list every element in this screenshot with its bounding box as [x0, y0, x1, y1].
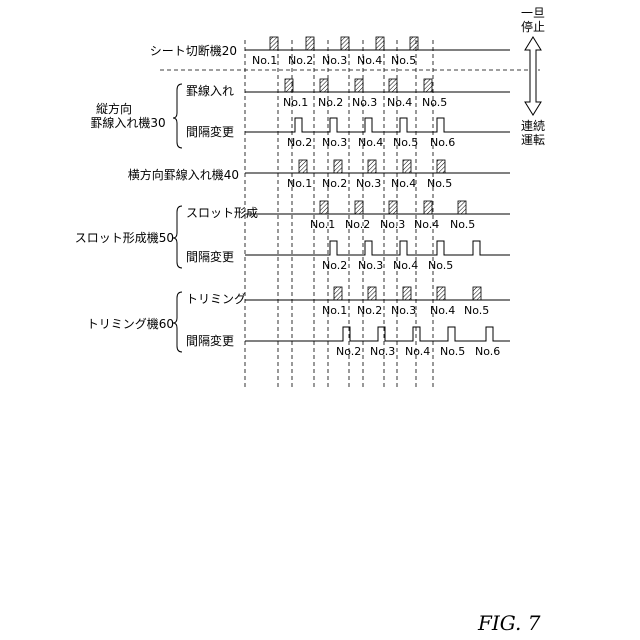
svg-text:No.2: No.2 [357, 304, 382, 317]
interval-change-2-timeline [245, 241, 510, 255]
svg-text:No.1: No.1 [287, 177, 312, 190]
svg-text:No.1: No.1 [283, 96, 308, 109]
svg-text:No.2: No.2 [288, 54, 313, 67]
svg-text:No.4: No.4 [430, 304, 455, 317]
svg-text:No.4: No.4 [391, 177, 416, 190]
slot-forming-timeline [245, 201, 510, 214]
trimming-timeline [245, 287, 510, 300]
arrow-bottom-label-line1: 連続 [521, 119, 545, 133]
svg-text:No.3: No.3 [322, 136, 347, 149]
arrow-top-label-line2: 停止 [521, 19, 545, 34]
svg-text:No.3: No.3 [380, 218, 405, 231]
svg-text:No.2: No.2 [345, 218, 370, 231]
svg-text:No.5: No.5 [422, 96, 447, 109]
horizontal-ruling-timeline [245, 160, 510, 173]
trimming-numbers: No.1 No.2 No.3 No.4 No.5 [322, 304, 489, 317]
arrow-bottom-label-line2: 運転 [521, 133, 545, 147]
interval-change-2-numbers: No.2 No.3 No.4 No.5 [322, 259, 453, 272]
ruling-label: 罫線入れ [186, 83, 234, 98]
svg-text:No.1: No.1 [310, 218, 335, 231]
horizontal-ruling-machine-label: 横方向罫線入れ機40 [128, 167, 239, 182]
svg-text:No.5: No.5 [450, 218, 475, 231]
svg-text:No.2: No.2 [336, 345, 361, 358]
svg-text:No.3: No.3 [370, 345, 395, 358]
arrow-top-label-line1: 一旦 [521, 6, 545, 20]
svg-text:No.5: No.5 [391, 54, 416, 67]
svg-text:No.3: No.3 [352, 96, 377, 109]
sheet-cutting-machine-label: シート切断機20 [150, 43, 237, 58]
trimming-label: トリミング [186, 292, 246, 306]
svg-text:No.2: No.2 [287, 136, 312, 149]
svg-text:No.4: No.4 [387, 96, 412, 109]
svg-text:No.4: No.4 [358, 136, 383, 149]
svg-text:No.4: No.4 [393, 259, 418, 272]
horizontal-ruling-numbers: No.1 No.2 No.3 No.4 No.5 [287, 177, 452, 190]
svg-text:No.4: No.4 [405, 345, 430, 358]
trimming-machine-label: トリミング機60 [87, 316, 174, 331]
vertical-ruling-machine-label-line1: 縦方向 [96, 101, 132, 116]
svg-text:No.3: No.3 [391, 304, 416, 317]
slot-machine-brace [173, 206, 182, 268]
svg-text:No.5: No.5 [464, 304, 489, 317]
slot-forming-machine-label: スロット形成機50 [75, 230, 174, 245]
slot-forming-numbers: No.1 No.2 No.3 No.4 No.5 [310, 218, 475, 231]
interval-change-1-numbers: No.2 No.3 No.4 No.5 No.6 [287, 136, 455, 149]
slot-forming-label: スロット形成 [186, 206, 258, 220]
svg-text:No.6: No.6 [430, 136, 455, 149]
ruling-timeline [245, 79, 510, 92]
trimming-machine-brace [173, 292, 182, 352]
svg-text:No.2: No.2 [322, 259, 347, 272]
svg-text:No.3: No.3 [356, 177, 381, 190]
ruling-numbers: No.1 No.2 No.3 No.4 No.5 [283, 96, 447, 109]
svg-text:No.3: No.3 [322, 54, 347, 67]
interval-change-1-timeline [245, 118, 510, 132]
interval-change-label-2: 間隔変更 [186, 249, 234, 264]
svg-text:No.4: No.4 [414, 218, 439, 231]
vertical-ruling-machine-label-line2: 罫線入れ機30 [90, 115, 165, 130]
svg-text:No.3: No.3 [358, 259, 383, 272]
svg-text:No.1: No.1 [252, 54, 277, 67]
interval-change-label-3: 間隔変更 [186, 333, 234, 348]
figure-caption: FIG. 7 [477, 611, 541, 635]
svg-text:No.5: No.5 [393, 136, 418, 149]
svg-text:No.1: No.1 [322, 304, 347, 317]
interval-change-3-numbers: No.2 No.3 No.4 No.5 No.6 [336, 345, 500, 358]
svg-text:No.4: No.4 [357, 54, 382, 67]
double-arrow-icon [525, 37, 541, 115]
sheet-cut-numbers: No.1 No.2 No.3 No.4 No.5 [252, 54, 416, 67]
vertical-ruler-brace [173, 84, 182, 148]
interval-change-label-1: 間隔変更 [186, 124, 234, 139]
svg-text:No.6: No.6 [475, 345, 500, 358]
sheet-cut-timeline [245, 37, 510, 50]
svg-text:No.5: No.5 [440, 345, 465, 358]
svg-text:No.2: No.2 [322, 177, 347, 190]
interval-change-3-timeline [245, 327, 510, 341]
svg-text:No.5: No.5 [427, 177, 452, 190]
svg-text:No.5: No.5 [428, 259, 453, 272]
svg-text:No.2: No.2 [318, 96, 343, 109]
